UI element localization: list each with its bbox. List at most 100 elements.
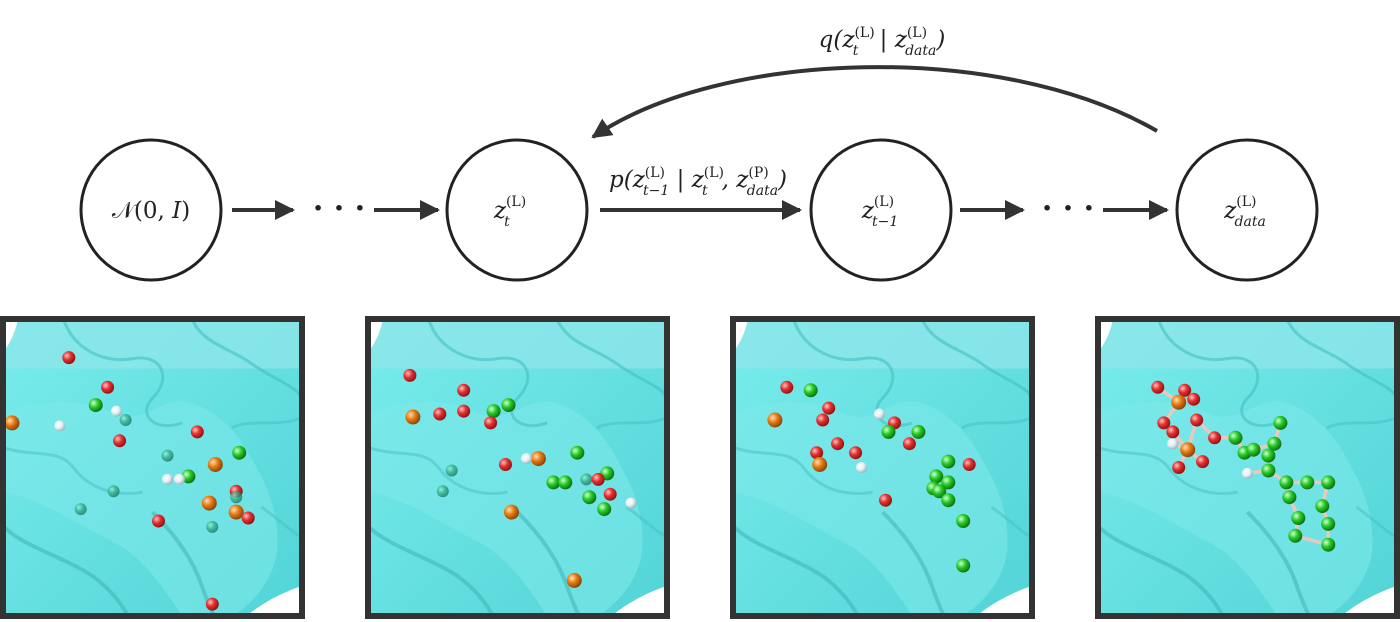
atom-carbon [1267,436,1282,451]
atom-carbon [1321,475,1336,490]
atom-oxygen [1151,380,1165,394]
atom-carbon [941,454,956,469]
atom-carbon [1300,475,1315,490]
atom-oxygen [810,446,824,460]
atom-carbon [570,445,585,460]
atom-nitrogen-faded [580,473,593,486]
atom-carbon [1273,415,1288,430]
atom-carbon [956,514,971,528]
atom-oxygen [1190,413,1204,427]
atom-carbon [881,424,896,439]
atom-oxygen [1196,455,1210,469]
atom-phosphorus [566,572,582,588]
atom-carbon [911,424,926,439]
atom-phosphorus [530,451,546,467]
panel-1 [0,316,305,619]
atom-carbon [1321,516,1336,531]
atom-phosphorus [1180,442,1196,458]
atom-nitrogen-faded [161,449,174,462]
atom-oxygen [152,514,165,528]
atom-oxygen [822,401,836,415]
atom-hydrogen [162,473,173,485]
atom-oxygen [780,380,794,394]
atom-oxygen [205,597,219,611]
atom-carbon [558,475,573,490]
atom-nitrogen-faded [119,414,132,426]
atom-carbon [597,502,612,517]
atom-oxygen [457,383,471,397]
ellipsis-left: · · · [313,191,365,226]
reverse-process-arrow [591,65,1159,139]
atom-oxygen [962,458,976,471]
atom-carbon [486,404,501,419]
atom-hydrogen [1242,467,1253,479]
atom-carbon [1246,442,1261,457]
atom-phosphorus [767,412,783,428]
atom-carbon [181,469,196,484]
atom-carbon [232,445,247,460]
atom-carbon [941,475,956,490]
atom-oxygen [241,511,255,525]
panel-2 [365,316,670,619]
atom-oxygen [62,351,76,365]
atom-oxygen [101,380,115,394]
svg-text:z(L)data: z(L)data [1223,194,1266,230]
atom-carbon [501,398,516,413]
svg-text:𝒩(0, I): 𝒩(0, I) [112,198,190,224]
svg-text:z(L)t: z(L)t [493,194,526,230]
atom-carbon [1261,463,1276,478]
reverse-process-label: q(z(L)t | z(L)data) [819,25,946,59]
atom-phosphorus [405,409,421,425]
atom-oxygen [902,437,916,451]
atom-oxygen [1208,431,1222,445]
atom-carbon [1282,490,1297,505]
atom-hydrogen [625,497,637,509]
atom-phosphorus [201,495,217,511]
atom-hydrogen [54,420,66,432]
atom-phosphorus [207,457,223,472]
atom-oxygen [403,368,417,382]
atom-oxygen [499,458,512,471]
atom-hydrogen [521,453,532,465]
atom-hydrogen [173,473,185,485]
atom-oxygen [1178,383,1192,397]
atom-hydrogen [111,405,123,417]
atom-carbon [1291,511,1306,525]
atom-oxygen [603,487,617,501]
node-zt: z(L)t [445,138,589,282]
atom-oxygen [1172,461,1186,474]
atom-carbon [546,475,561,490]
atom-carbon [1288,528,1303,543]
atom-phosphorus [1171,394,1187,410]
atom-phosphorus [228,504,244,520]
atom-oxygen [816,413,830,427]
atom-carbon [956,558,971,573]
atom-nitrogen-faded [74,503,87,516]
atom-phosphorus [504,504,519,520]
node-noise: 𝒩(0, I) [79,138,223,282]
atom-oxygen [1187,392,1201,406]
atom-hydrogen [1167,438,1179,450]
atom-carbon [929,469,944,484]
atom-oxygen [849,446,863,460]
atom-phosphorus [4,415,20,431]
atom-nitrogen-faded [206,520,219,533]
atom-carbon [88,398,103,413]
atom-carbon [932,484,947,499]
atom-carbon [1228,430,1243,445]
panel-4 [1095,316,1400,619]
atom-carbon [941,493,956,508]
atom-oxygen [484,416,498,430]
atom-carbon [582,490,597,505]
atom-carbon [1279,475,1294,490]
atom-hydrogen [874,408,885,420]
atom-carbon [1315,499,1330,514]
atom-oxygen [879,493,892,507]
panel-3 [730,316,1035,619]
atom-oxygen [831,437,845,451]
node-zdata: z(L)data [1175,138,1319,282]
svg-text:z(L)t−1: z(L)t−1 [861,194,899,230]
atom-oxygen [190,425,204,439]
atom-oxygen [457,404,471,418]
